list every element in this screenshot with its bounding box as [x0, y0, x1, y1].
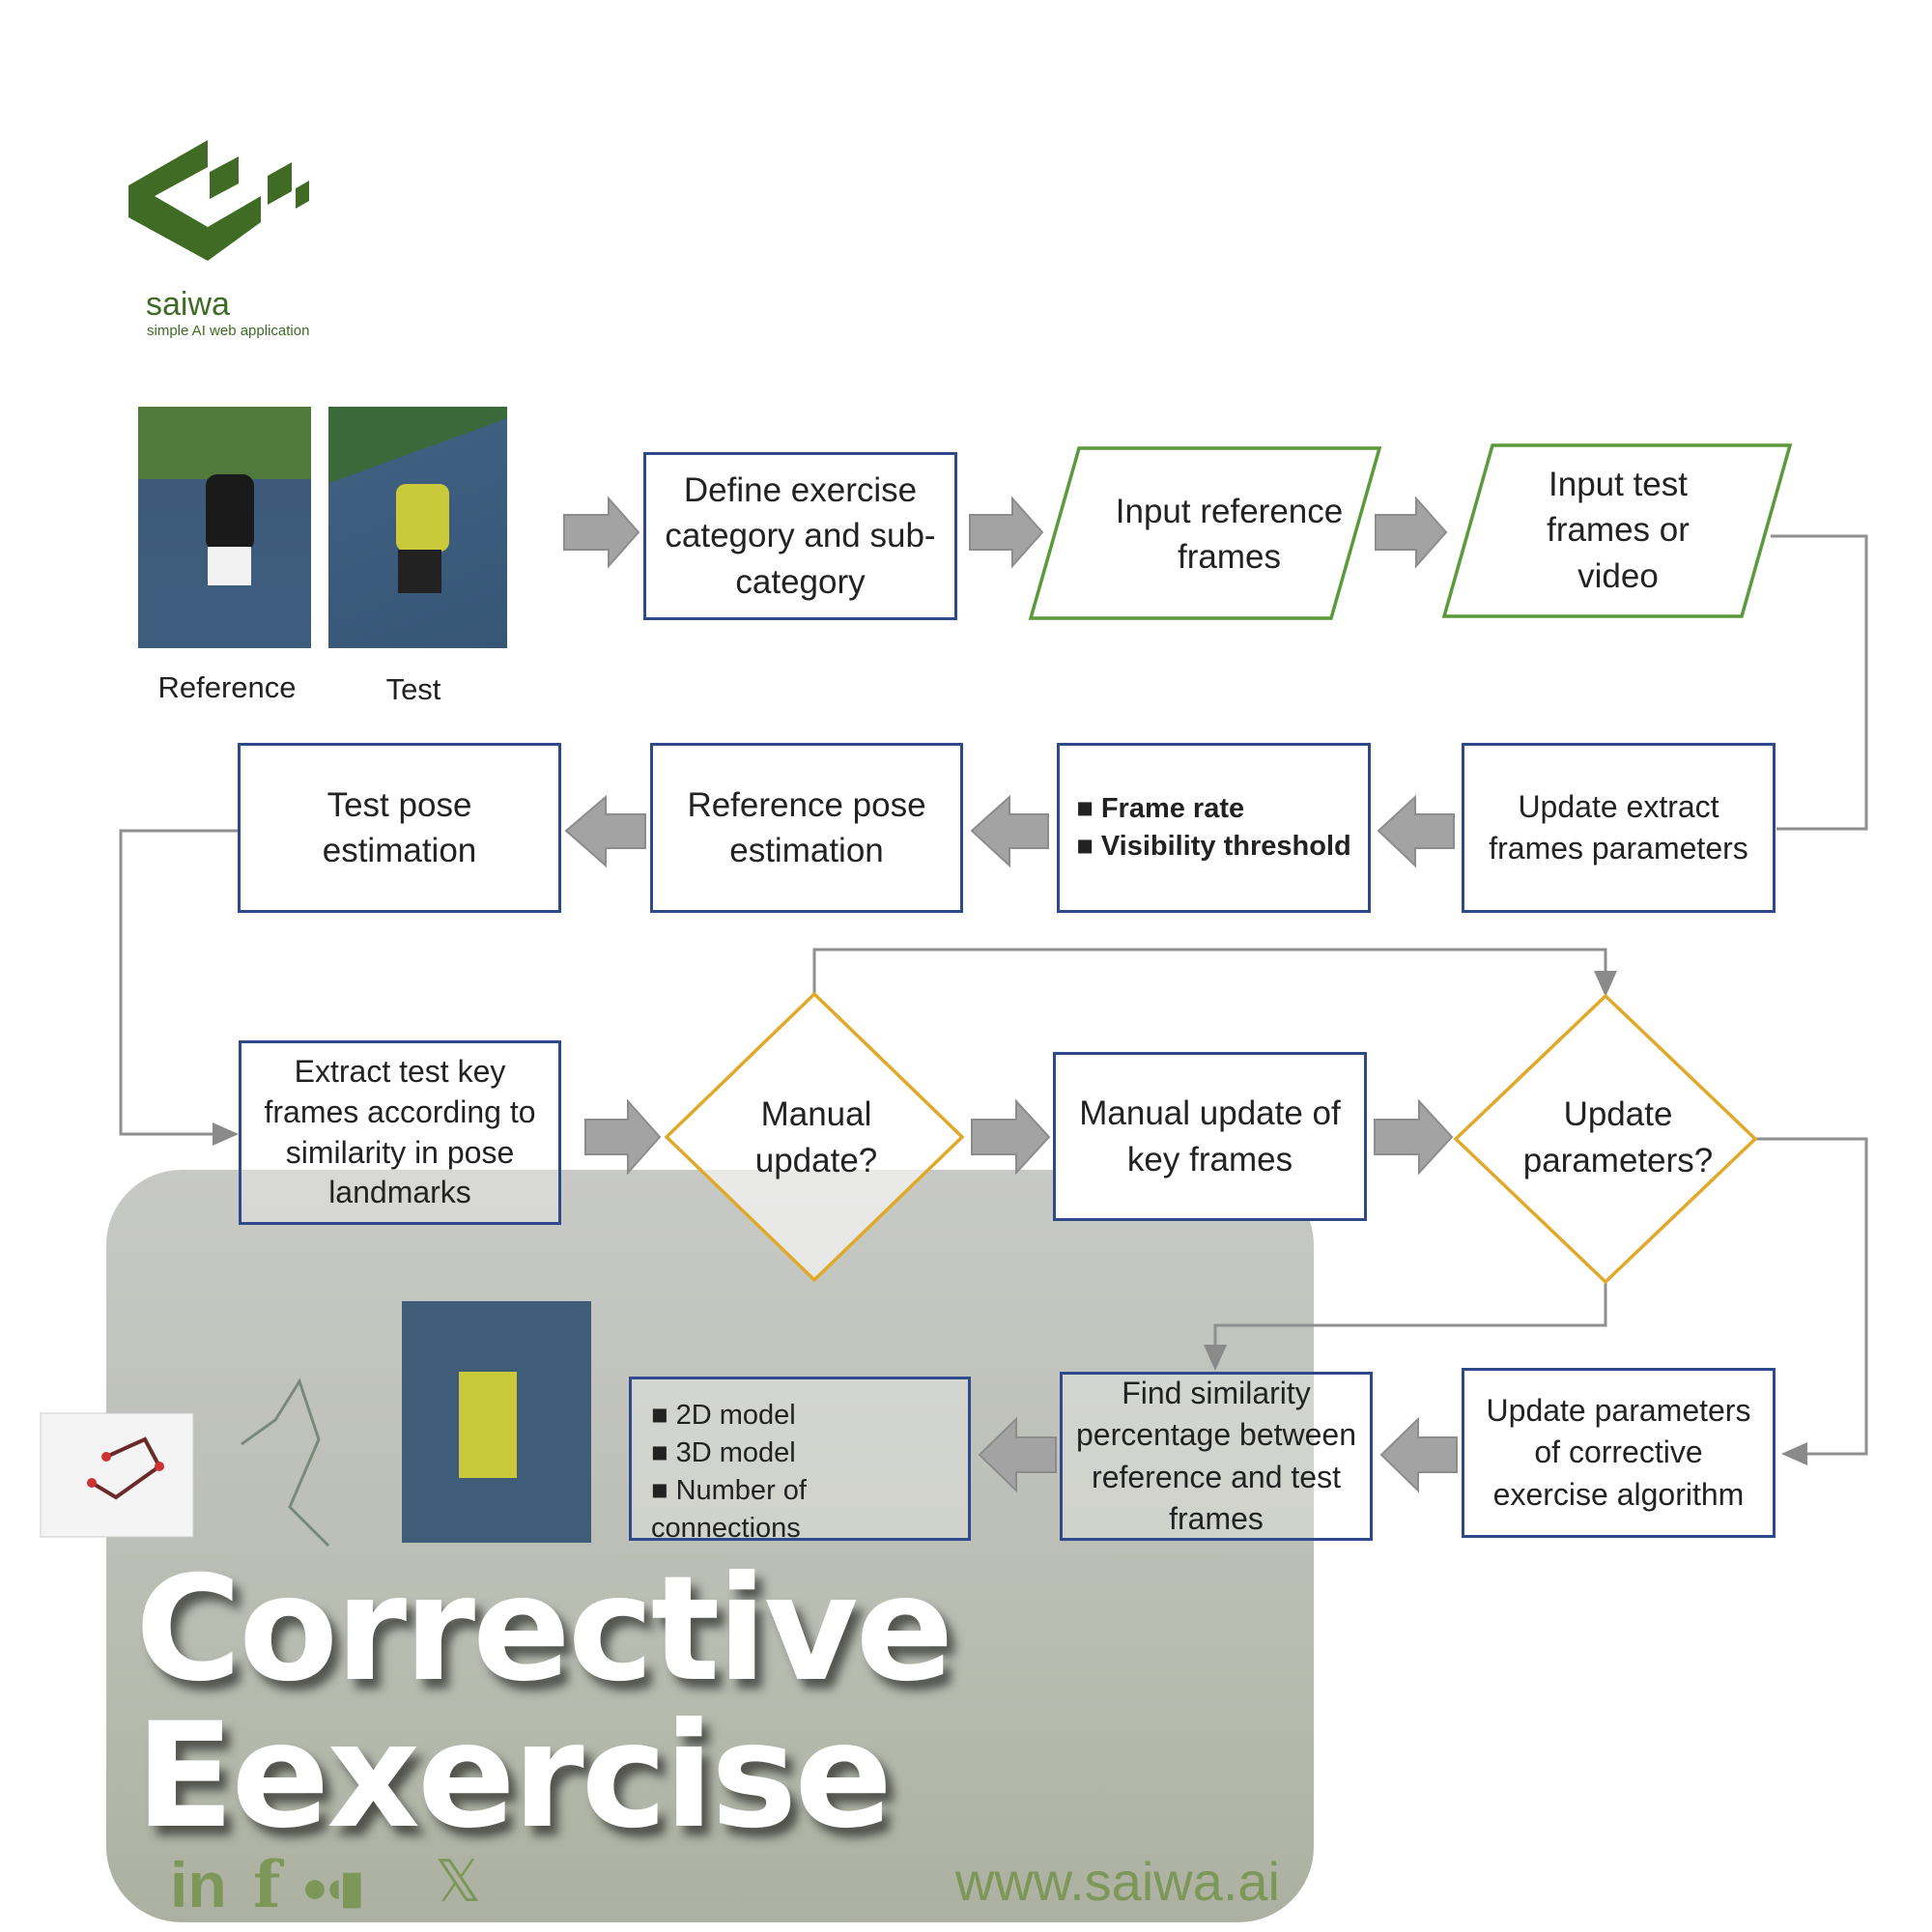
arrow-left-icon — [1379, 1416, 1458, 1493]
manual-update-decision: Manual update? — [754, 1095, 878, 1179]
test-photo — [328, 407, 507, 648]
connector-update-yes — [1755, 1137, 1868, 1465]
skeleton-thumbnail — [241, 1378, 330, 1548]
extract-key-frames-box: Extract test key frames according to sim… — [239, 1040, 561, 1225]
connector-manual-no — [812, 948, 1617, 997]
arrow-right-icon — [969, 496, 1044, 569]
brand-name: saiwa — [146, 286, 230, 323]
arrow-right-icon — [584, 1098, 662, 1176]
model-option: 2D model — [651, 1397, 958, 1435]
arrow-left-icon — [978, 1416, 1057, 1493]
reference-pose-box: Reference pose estimation — [650, 743, 963, 913]
arrow-left-icon — [970, 794, 1049, 868]
update-corrective-params-box: Update parameters of corrective exercise… — [1462, 1368, 1776, 1538]
medium-icon[interactable]: ●◖▮ — [301, 1861, 364, 1912]
param-item: Frame rate — [1076, 790, 1350, 828]
title-line-2: Eexercise — [135, 1692, 893, 1861]
update-extract-box: Update extract frames parameters — [1462, 743, 1776, 913]
update-parameters-decision: Update parameters? — [1522, 1095, 1714, 1179]
define-category-box: Define exercise category and sub-categor… — [643, 452, 957, 620]
facebook-icon[interactable]: f — [253, 1847, 281, 1922]
connector-test-pose-to-extract — [119, 829, 239, 1146]
model-option: 3D model — [651, 1435, 958, 1472]
arrow-left-icon — [1377, 794, 1455, 868]
reference-label: Reference — [157, 670, 297, 704]
connector-test-input-to-update-extract — [1771, 534, 1868, 831]
input-reference-node: Input reference frames — [1115, 492, 1344, 576]
connector-update-no — [1204, 1282, 1607, 1371]
saiwa-logo-icon — [128, 140, 309, 261]
io-shape-test — [1441, 443, 1793, 618]
linkedin-icon[interactable]: in — [170, 1849, 227, 1920]
extract-params-box: Frame rate Visibility threshold — [1057, 743, 1371, 913]
decision-shape-manual — [664, 991, 965, 1283]
model-option: Number of connections — [651, 1472, 958, 1548]
model-options-box: 2D model 3D model Number of connections — [629, 1377, 971, 1544]
find-similarity-box: Find similarity percentage between refer… — [1060, 1372, 1373, 1541]
param-item: Visibility threshold — [1076, 828, 1351, 866]
title-line-1: Corrective — [135, 1546, 953, 1714]
brand-tagline: simple AI web application — [147, 323, 310, 339]
arrow-left-icon — [564, 794, 646, 868]
arrow-right-icon — [1375, 496, 1448, 569]
arrow-right-icon — [1374, 1098, 1454, 1176]
website-link[interactable]: www.saiwa.ai — [954, 1851, 1280, 1912]
input-test-node: Input test frames or video — [1547, 466, 1690, 595]
reference-photo — [138, 407, 311, 648]
test-label: Test — [385, 672, 441, 706]
manual-update-box: Manual update of key frames — [1053, 1052, 1367, 1221]
test-pose-box: Test pose estimation — [238, 743, 561, 913]
io-shape-reference — [1028, 446, 1382, 620]
arrow-right-icon — [563, 496, 640, 569]
3d-plot-thumbnail — [40, 1412, 194, 1538]
decision-shape-update — [1453, 993, 1758, 1285]
arrow-right-icon — [971, 1098, 1051, 1176]
x-icon[interactable]: 𝕏 — [435, 1849, 482, 1914]
